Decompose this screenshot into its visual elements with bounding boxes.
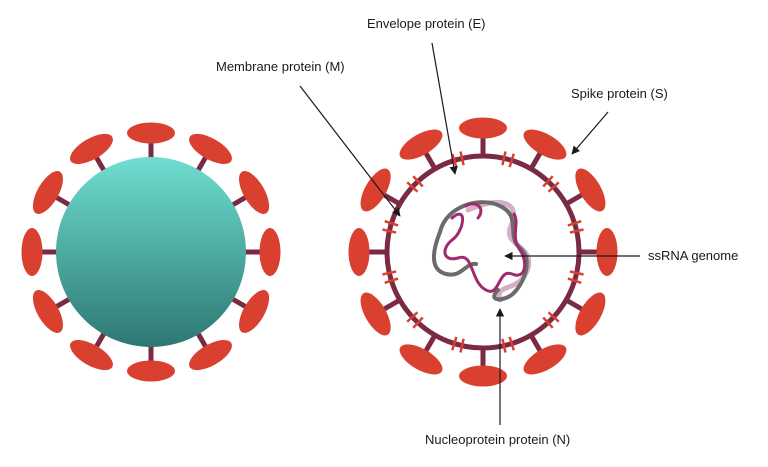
right-spike-head	[399, 344, 443, 375]
left-virus-body	[56, 157, 246, 347]
rna-strand-magenta-loop	[464, 202, 483, 220]
envelope-protein-tick	[459, 338, 465, 353]
envelope-protein-tick	[569, 228, 584, 234]
label-membrane-protein: Membrane protein (M)	[216, 59, 345, 74]
right-spike-head	[348, 228, 370, 276]
envelope-protein-tick	[547, 181, 560, 193]
left-spike-head	[189, 133, 232, 164]
envelope-protein-tick	[406, 181, 419, 193]
label-ssrna-genome: ssRNA genome	[648, 248, 739, 263]
right-spike-head	[523, 129, 567, 160]
envelope-protein-tick	[451, 153, 458, 168]
right-spike-head	[596, 228, 618, 276]
left-spike-head	[127, 122, 175, 144]
right-spike-head	[575, 168, 606, 212]
envelope-protein-tick	[384, 220, 399, 227]
label-spike-protein: Spike protein (S)	[571, 86, 668, 101]
envelope-protein-markers	[382, 151, 584, 353]
envelope-protein-tick	[451, 336, 458, 351]
envelope-protein-tick	[567, 220, 582, 227]
envelope-protein-tick	[382, 270, 397, 276]
envelope-protein-tick	[508, 153, 515, 168]
left-spike-head	[239, 171, 270, 214]
right-spike-head	[523, 344, 567, 375]
envelope-protein-tick	[406, 311, 419, 323]
left-spike-head	[21, 228, 43, 276]
right-spike-head	[459, 117, 507, 139]
left-spike-head	[70, 133, 113, 164]
label-envelope-protein: Envelope protein (E)	[367, 16, 486, 31]
spike-arrow	[571, 111, 609, 155]
envelope-protein-tick	[501, 151, 507, 166]
left-spike-head	[32, 171, 63, 214]
envelope-protein-tick	[382, 228, 397, 234]
envelope-arrow	[431, 42, 458, 175]
right-spike-head	[575, 292, 606, 336]
envelope-protein-tick	[412, 316, 424, 329]
right-spike-head	[399, 129, 443, 160]
envelope-protein-tick	[569, 270, 584, 276]
ssrna-genome-strands	[432, 200, 532, 303]
envelope-protein-tick	[567, 277, 582, 284]
envelope-protein-tick	[508, 336, 515, 351]
envelope-protein-tick	[547, 311, 560, 323]
label-nucleoprotein: Nucleoprotein protein (N)	[425, 432, 571, 447]
envelope-protein-tick	[384, 277, 399, 284]
right-spike-head	[360, 168, 391, 212]
leader-lines	[299, 42, 640, 425]
right-spike-head	[459, 365, 507, 387]
rna-strand-gray-tail	[432, 230, 478, 277]
left-spike-head	[32, 290, 63, 333]
left-spike-head	[127, 360, 175, 382]
left-spike-head	[70, 340, 113, 371]
envelope-protein-tick	[542, 175, 554, 188]
rna-strand-magenta	[443, 212, 527, 293]
left-spike-head	[189, 340, 232, 371]
envelope-protein-tick	[459, 151, 465, 166]
left-spike-head	[259, 228, 281, 276]
right-spike-head	[360, 292, 391, 336]
envelope-protein-tick	[412, 175, 424, 188]
left-spike-head	[239, 290, 270, 333]
envelope-protein-tick	[542, 316, 554, 329]
envelope-protein-tick	[501, 338, 507, 353]
membrane-arrow	[299, 85, 401, 217]
right-virus-envelope	[384, 153, 582, 351]
